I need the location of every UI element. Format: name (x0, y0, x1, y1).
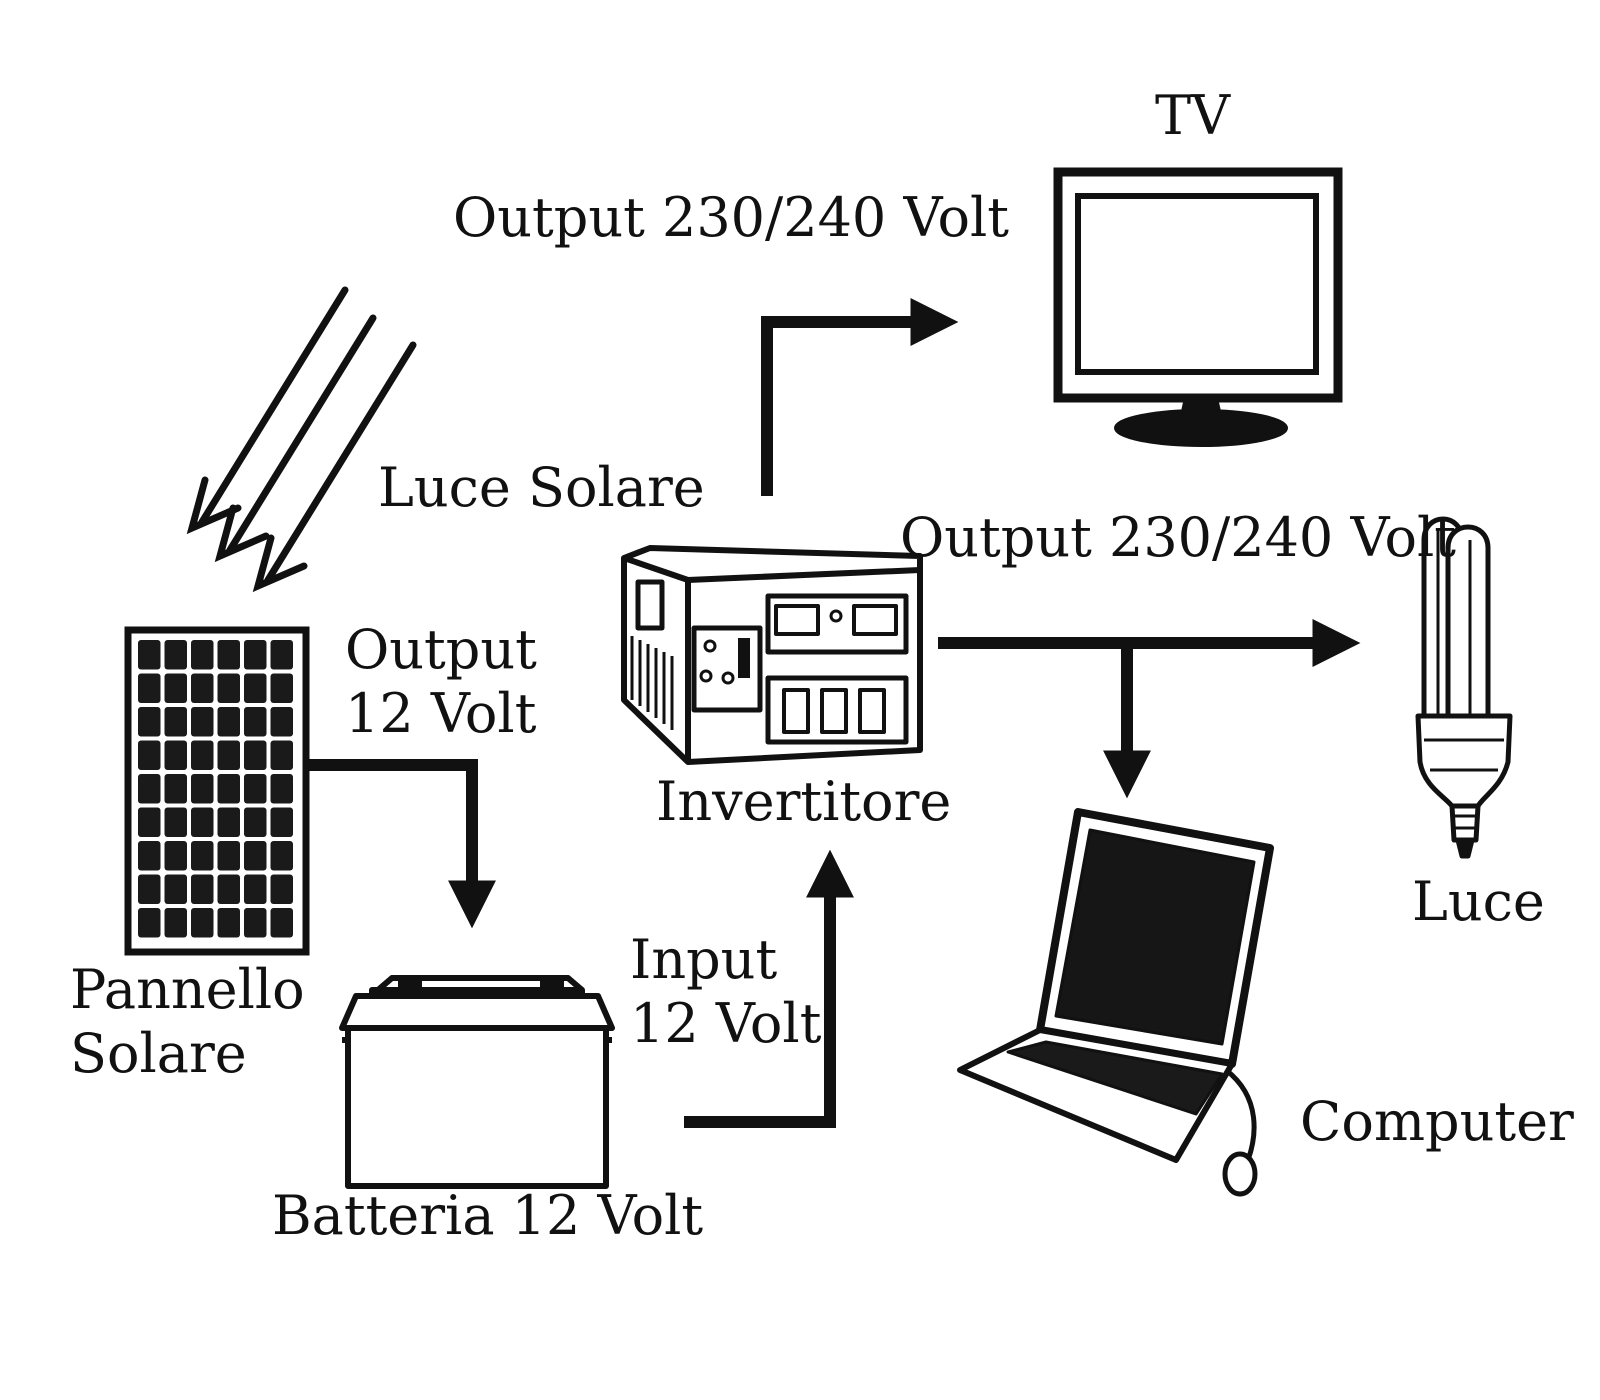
panel-label-line1: Pannello (70, 958, 305, 1021)
solar-cell (164, 640, 187, 670)
solar-cell (270, 640, 293, 670)
solar-cell (138, 707, 161, 737)
laptop-label: Computer (1300, 1090, 1574, 1153)
input-12-label-line1: Input (630, 928, 778, 991)
output-tv-label: Output 230/240 Volt (453, 186, 1009, 249)
solar-cell (244, 673, 267, 703)
solar-cell (191, 841, 214, 871)
solar-cell (191, 807, 214, 837)
solar-cell (270, 707, 293, 737)
solar-cell (244, 640, 267, 670)
panel-label-line2: Solare (70, 1022, 247, 1085)
solar-cell (138, 807, 161, 837)
tv-icon (1053, 167, 1343, 447)
solar-cell (217, 874, 240, 904)
solar-cell (270, 673, 293, 703)
inverter-label: Invertitore (656, 770, 952, 833)
solar-cell (217, 774, 240, 804)
solar-cell (244, 774, 267, 804)
solar-cell (164, 707, 187, 737)
solar-cell (191, 707, 214, 737)
solar-cell (217, 673, 240, 703)
solar-cell (244, 807, 267, 837)
solar-cell (270, 740, 293, 770)
sunlight-label: Luce Solare (378, 456, 705, 519)
solar-cell (164, 774, 187, 804)
solar-cell (191, 908, 214, 938)
solar-cell (270, 807, 293, 837)
solar-cell (244, 874, 267, 904)
arrow-inverter-to-tv (761, 298, 959, 496)
battery-icon (339, 975, 615, 1189)
output-main-label: Output 230/240 Volt (900, 506, 1456, 569)
solar-cell (191, 640, 214, 670)
bulb-label: Luce (1412, 870, 1545, 933)
solar-cell (164, 874, 187, 904)
solar-cell (164, 740, 187, 770)
sunlight-rays-icon (186, 286, 417, 593)
flow-arrows (306, 298, 1361, 1128)
solar-cell (244, 908, 267, 938)
solar-cell (244, 841, 267, 871)
solar-cell (138, 740, 161, 770)
laptop-icon (957, 808, 1274, 1197)
solar-panel-icon (124, 626, 310, 956)
solar-cell (191, 874, 214, 904)
solar-cell (138, 774, 161, 804)
inverter-icon (621, 545, 923, 765)
solar-cell (164, 841, 187, 871)
output-12-label-line1: Output (345, 618, 537, 681)
solar-cell (270, 908, 293, 938)
solar-cell (138, 673, 161, 703)
arrow-panel-to-battery (306, 759, 496, 929)
solar-cell (217, 807, 240, 837)
solar-cell (217, 908, 240, 938)
solar-cell (138, 874, 161, 904)
solar-cell (217, 841, 240, 871)
solar-cell (164, 807, 187, 837)
input-12-label-line2: 12 Volt (630, 992, 822, 1055)
solar-cell (244, 707, 267, 737)
arrow-battery-to-inverter (684, 849, 854, 1128)
solar-cell (217, 740, 240, 770)
solar-cell (138, 908, 161, 938)
solar-cell (138, 841, 161, 871)
solar-cell (270, 841, 293, 871)
solar-cell (164, 673, 187, 703)
solar-cell (270, 874, 293, 904)
solar-cell (191, 740, 214, 770)
battery-label: Batteria 12 Volt (272, 1184, 704, 1247)
solar-cell (244, 740, 267, 770)
tv-label: TV (1155, 84, 1231, 147)
solar-cell (217, 707, 240, 737)
solar-cell (138, 640, 161, 670)
solar-cell (217, 640, 240, 670)
solar-cell (191, 673, 214, 703)
solar-cell (270, 774, 293, 804)
solar-cell (164, 908, 187, 938)
solar-cell (191, 774, 214, 804)
cfl-bulb-icon (1415, 516, 1513, 859)
output-12-label-line2: 12 Volt (345, 682, 537, 745)
